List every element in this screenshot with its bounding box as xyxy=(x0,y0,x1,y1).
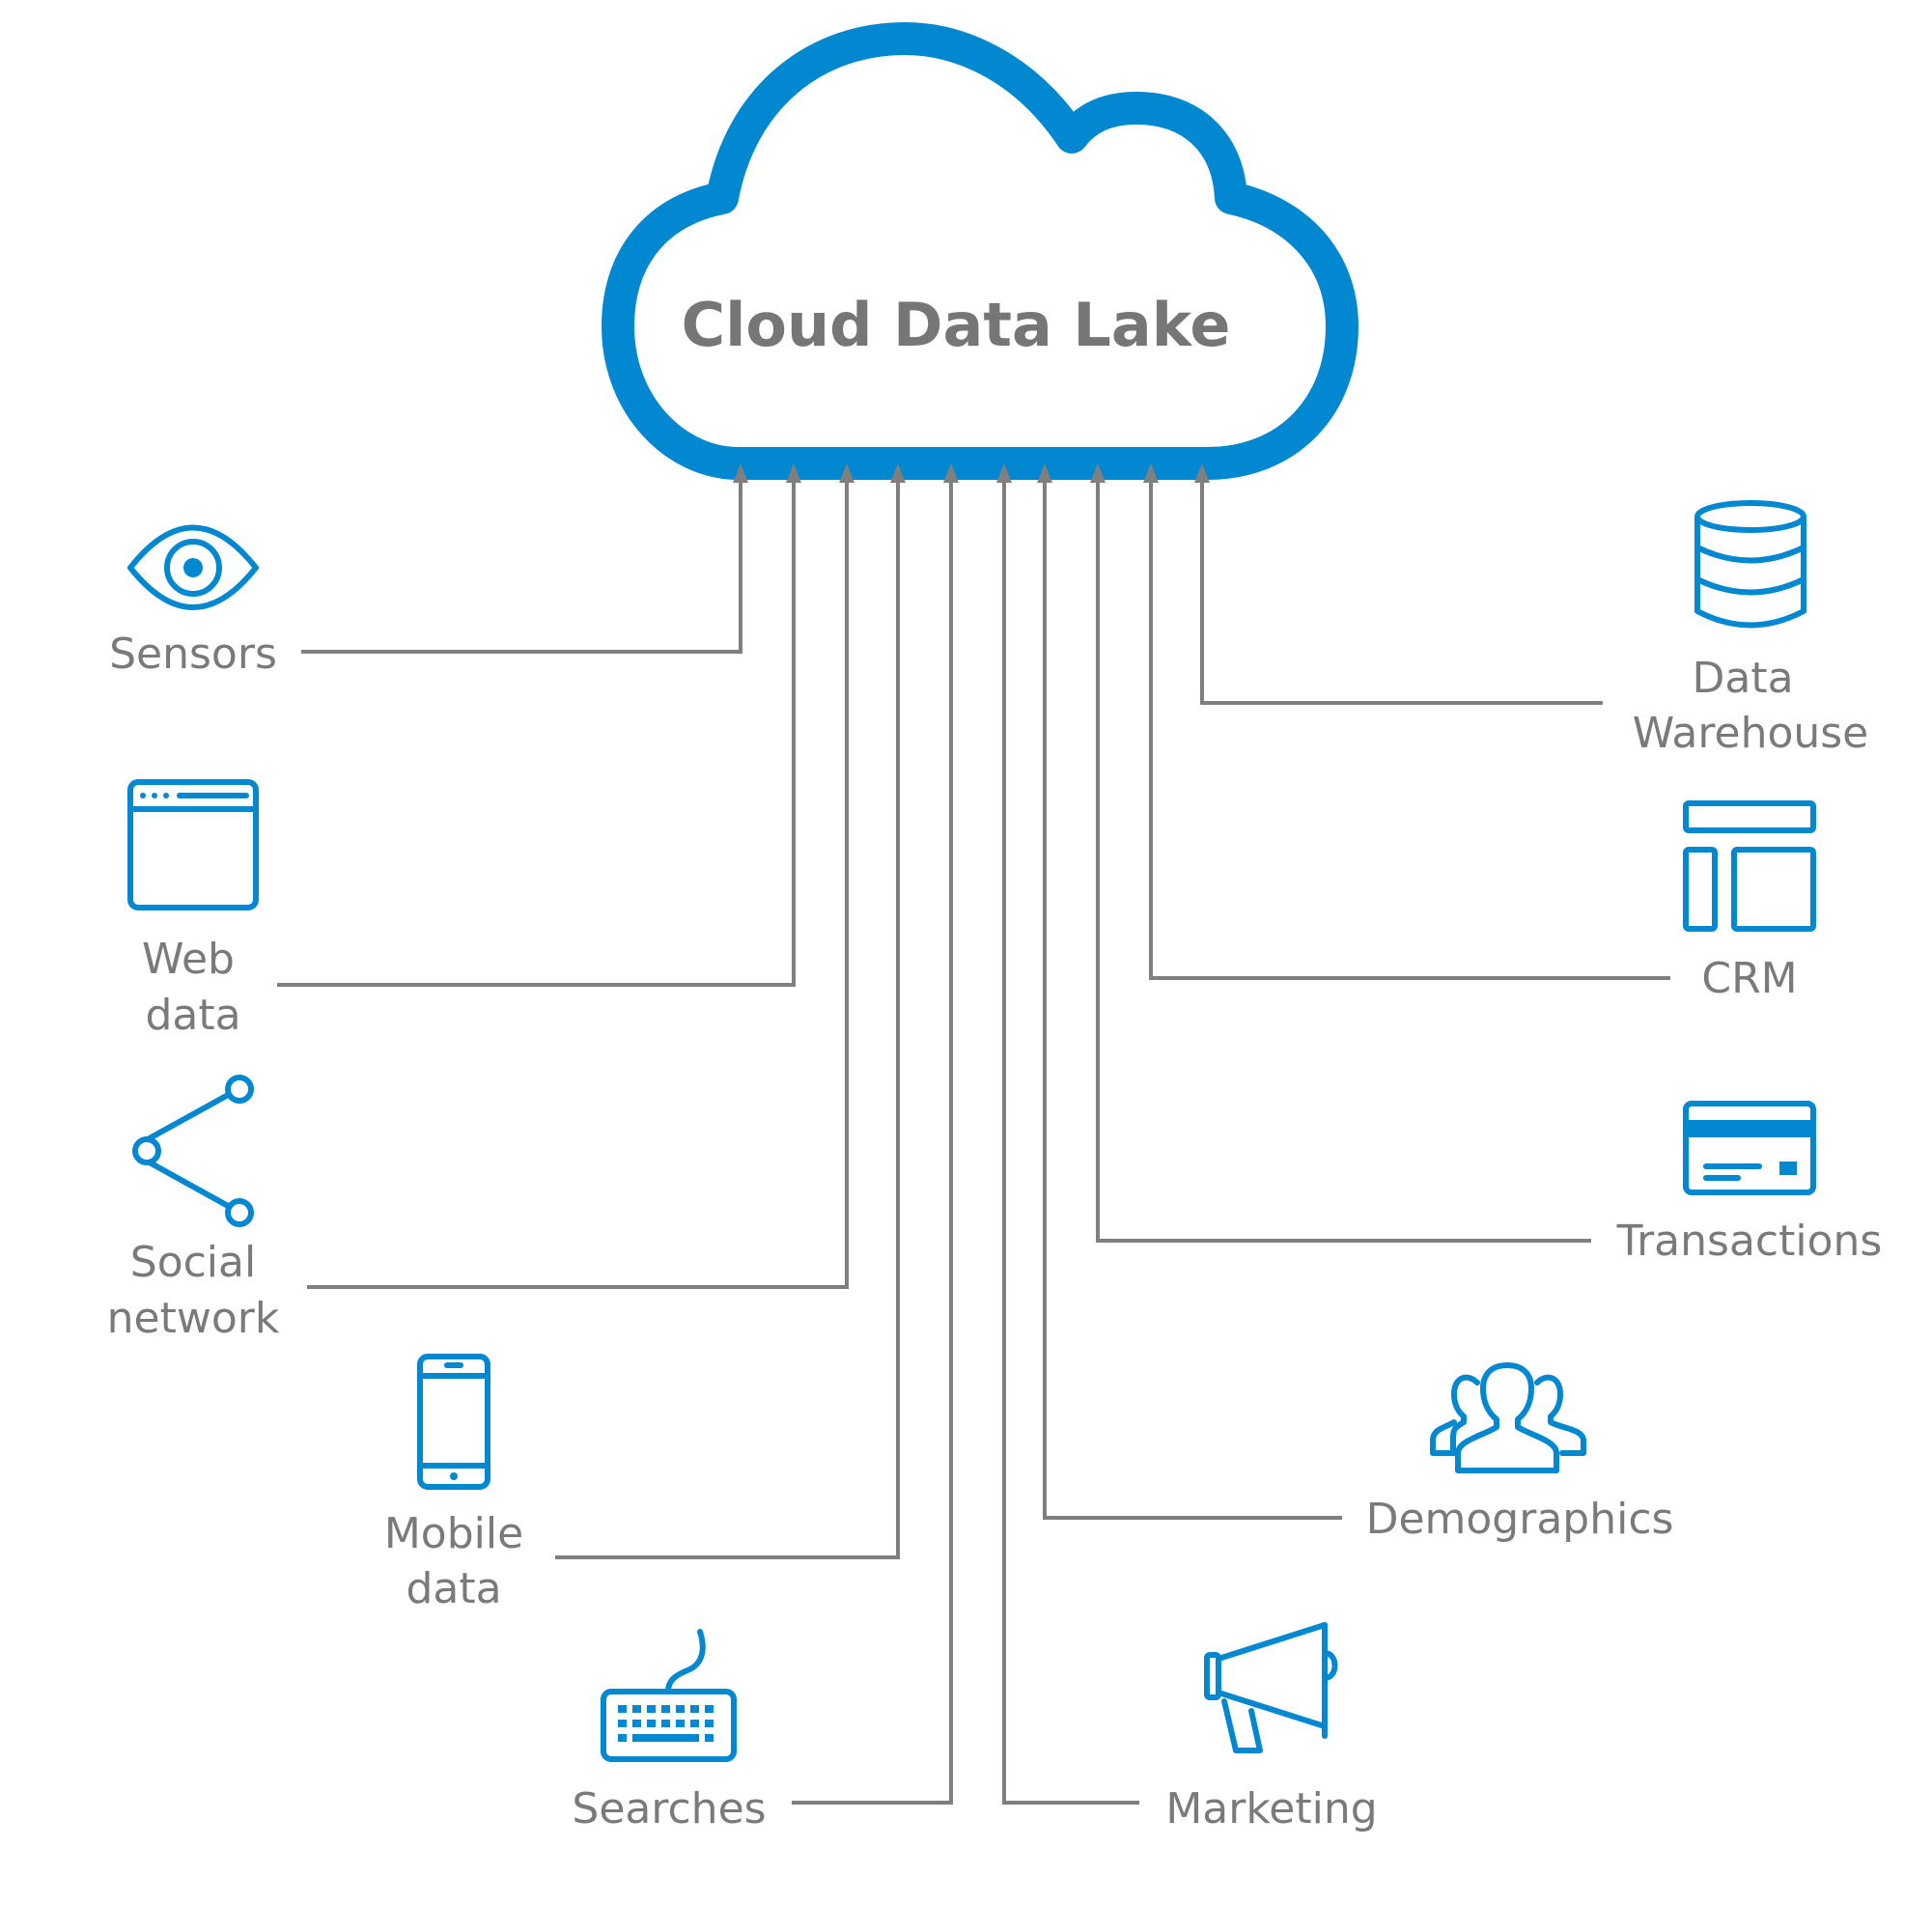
connector-crm xyxy=(1149,473,1670,980)
label-data-warehouse-line1: Data xyxy=(1692,654,1793,703)
connector-transactions xyxy=(1096,473,1591,1243)
eye-icon xyxy=(127,524,259,610)
diagram-title: Cloud Data Lake xyxy=(682,290,1231,360)
label-social-network-line1: Social xyxy=(130,1238,256,1287)
arrow-marketing xyxy=(996,463,1012,483)
arrow-crm xyxy=(1143,463,1159,483)
connector-marketing xyxy=(1002,473,1139,1805)
label-mobile-data-line1: Mobile xyxy=(384,1509,523,1558)
browser-window-icon xyxy=(127,779,259,910)
arrow-transactions xyxy=(1090,463,1106,483)
arrow-web-data xyxy=(786,463,801,483)
mobile-phone-icon xyxy=(417,1354,490,1490)
connector-searches xyxy=(792,473,953,1805)
cloud-icon xyxy=(602,22,1358,480)
label-searches: Searches xyxy=(572,1784,766,1834)
connector-lines xyxy=(277,463,1670,1805)
connector-mobile-data xyxy=(555,473,900,1559)
database-icon xyxy=(1694,500,1806,629)
arrow-sensors xyxy=(733,463,748,483)
connector-web-data xyxy=(277,473,796,987)
label-mobile-data-line2: data xyxy=(406,1564,501,1613)
connector-social-network xyxy=(307,473,849,1289)
credit-card-icon xyxy=(1683,1101,1816,1195)
people-group-icon xyxy=(1430,1362,1586,1473)
arrow-demographics xyxy=(1037,463,1052,483)
crm-layout-icon xyxy=(1683,800,1816,932)
arrow-mobile-data xyxy=(890,463,906,483)
share-icon xyxy=(132,1075,254,1227)
label-demographics: Demographics xyxy=(1366,1495,1674,1544)
label-crm: CRM xyxy=(1701,954,1797,1003)
connector-sensors xyxy=(301,473,742,654)
label-web-data-line2: data xyxy=(145,991,240,1040)
megaphone-icon xyxy=(1204,1622,1338,1753)
arrow-social-network xyxy=(839,463,854,483)
label-marketing: Marketing xyxy=(1165,1784,1377,1834)
label-data-warehouse-line2: Warehouse xyxy=(1633,709,1869,758)
keyboard-icon xyxy=(601,1629,737,1762)
arrow-searches xyxy=(943,463,959,483)
label-transactions: Transactions xyxy=(1616,1217,1883,1266)
label-web-data-line1: Web xyxy=(142,935,235,984)
label-sensors: Sensors xyxy=(109,630,277,679)
connector-demographics xyxy=(1043,473,1342,1520)
connector-data-warehouse xyxy=(1200,473,1603,705)
label-social-network-line2: network xyxy=(107,1294,280,1343)
arrow-data-warehouse xyxy=(1194,463,1210,483)
